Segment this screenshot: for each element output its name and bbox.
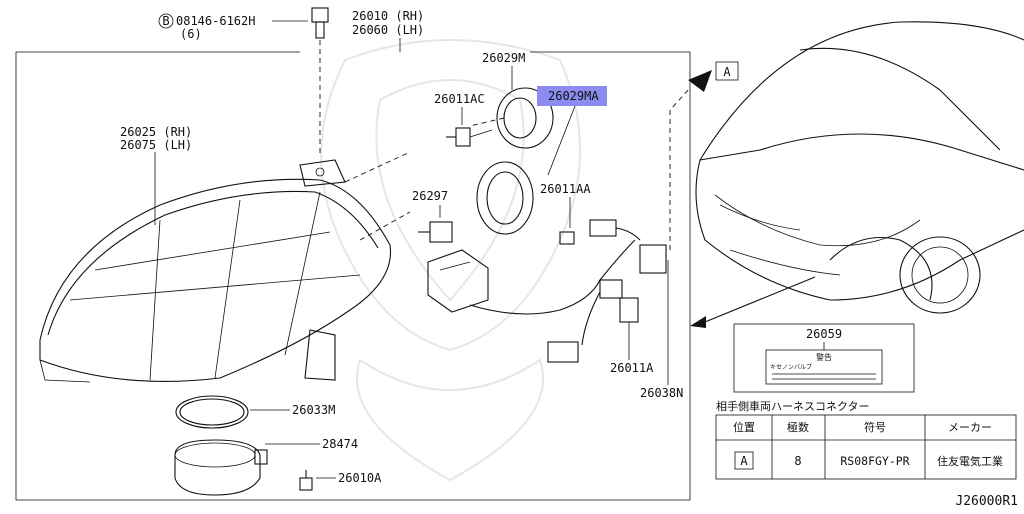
bulb-26011ac [446, 127, 493, 147]
gasket-26033m [175, 395, 249, 429]
bulb-26011aa [559, 219, 617, 245]
caution-sub-text: キセノンバルブ [770, 363, 812, 371]
table-header-code: 符号 [864, 421, 886, 434]
table-cell-position-box [734, 451, 754, 470]
housing-lh-label: 26075 (LH) [120, 138, 192, 152]
bulb-aa-label: 26011AA [540, 182, 591, 196]
wire-harness [469, 227, 641, 363]
caution-warning-text: 警告 [816, 352, 832, 362]
assembly-frame [15, 51, 691, 501]
ref-arrow-icon [688, 70, 712, 92]
caution-label-26059: 26059 警告 キセノンバルブ [733, 323, 915, 393]
screw-26010a [299, 470, 313, 491]
igniter-unit [427, 249, 489, 313]
gasket-label: 26033M [292, 403, 335, 417]
bolt-part [311, 7, 329, 155]
table-header-poles: 極数 [787, 420, 809, 434]
assembly-rh-label: 26010 (RH) [352, 9, 424, 23]
socket-m-label: 26029M [482, 51, 525, 65]
table-header-maker: メーカー [948, 421, 992, 434]
table-cell-code: RS08FGY-PR [840, 454, 909, 468]
table-header-position: 位置 [733, 420, 755, 434]
connector-table-title: 相手側車両ハーネスコネクター [716, 399, 870, 413]
assembly-lh-label: 26060 (LH) [352, 23, 424, 37]
ref-a-label: A [723, 65, 731, 79]
bulb-a-label: 26011A [610, 361, 654, 375]
bolt-quantity: (6) [180, 27, 202, 41]
bulb-ac-label: 26011AC [434, 92, 485, 106]
bolt-callout: B 08146-6162H (6) [158, 13, 308, 41]
screw-label: 26010A [338, 471, 382, 485]
bolt-circle-letter: B [162, 14, 169, 28]
connector-table: 相手側車両ハーネスコネクター 位置 極数 符号 メーカー A 8 RS08FGY… [715, 399, 1017, 480]
bolt-part-number: 08146-6162H [176, 14, 255, 28]
socket-26029m [469, 87, 554, 149]
drawing-number: J26000R1 [955, 494, 1018, 509]
table-cell-poles: 8 [794, 454, 801, 468]
highlight-box [537, 86, 607, 106]
bulb-26011a [619, 297, 639, 360]
harness-label: 26038N [640, 386, 683, 400]
caution-label-number: 26059 [806, 327, 842, 341]
connector-26038n [639, 244, 669, 385]
watermark-crest [320, 39, 581, 482]
housing-rh-label: 26025 (RH) [120, 125, 192, 139]
bulb-26297 [418, 221, 453, 243]
table-cell-position: A [740, 454, 748, 468]
table-cell-maker: 住友電気工業 [937, 454, 1003, 468]
ref-a-box [715, 61, 739, 81]
caution-arrow-icon [690, 316, 706, 328]
part-26297-label: 26297 [412, 189, 448, 203]
socket-ma-label: 26029MA [548, 89, 599, 103]
vehicle-illustration [695, 21, 1024, 314]
cap-28474 [174, 439, 268, 496]
headlamp-housing [39, 159, 392, 383]
caution-leader-line [704, 276, 816, 323]
part-28474-label: 28474 [322, 437, 358, 451]
reflector-ring [476, 161, 534, 235]
